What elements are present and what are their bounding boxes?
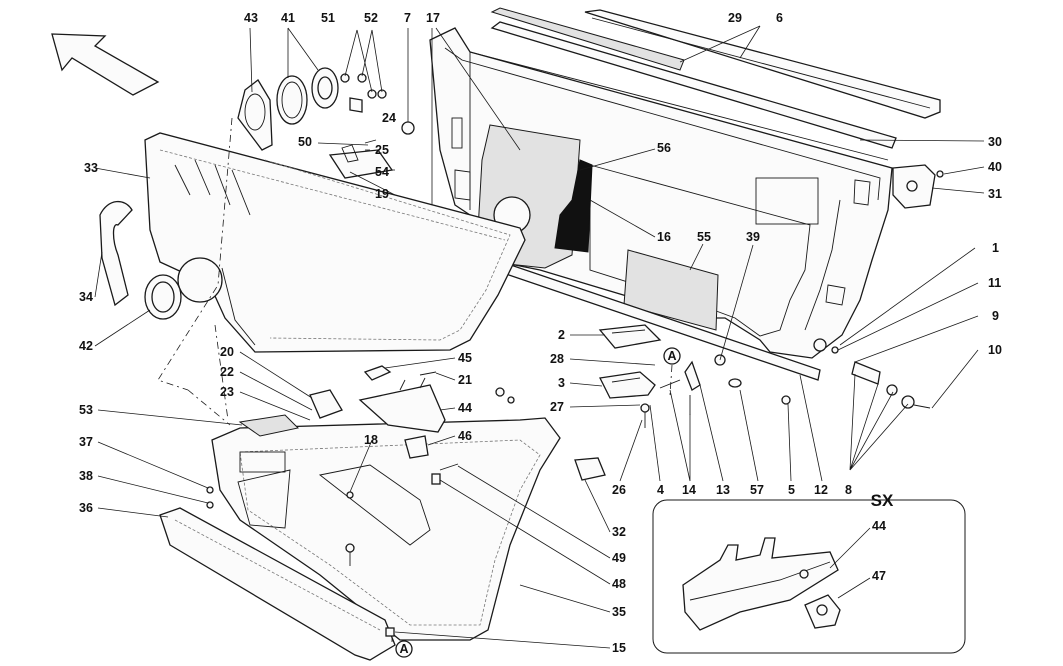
felt-pad	[623, 249, 719, 331]
door-hinge-bracket	[892, 164, 944, 209]
handle-bracket-44	[358, 377, 446, 433]
direction-arrow-icon	[51, 33, 160, 96]
inset-callout-47: 47	[872, 569, 886, 583]
alignment-lines	[157, 117, 673, 426]
callout-36: 36	[79, 501, 93, 515]
callout-19: 19	[375, 187, 389, 201]
black-insulation-pad	[554, 159, 593, 253]
callout-29: 29	[728, 11, 742, 25]
callout-56: 56	[657, 141, 671, 155]
speaker	[311, 67, 387, 113]
callout-22: 22	[220, 365, 234, 379]
callout-49: 49	[612, 551, 626, 565]
callout-26: 26	[612, 483, 626, 497]
callout-54: 54	[375, 165, 389, 179]
reference-marker: A	[395, 640, 413, 658]
reference-marker: A	[663, 347, 681, 365]
callout-28: 28	[550, 352, 564, 366]
end-cap-32	[574, 457, 606, 481]
callout-4: 4	[657, 483, 664, 497]
callout-27: 27	[550, 400, 564, 414]
callout-12: 12	[814, 483, 828, 497]
callout-30: 30	[988, 135, 1002, 149]
inset-clip	[804, 594, 841, 629]
callout-57: 57	[750, 483, 764, 497]
svg-text:A: A	[667, 349, 676, 363]
callout-34: 34	[79, 290, 93, 304]
callout-20: 20	[220, 345, 234, 359]
door-handle-upper	[598, 324, 662, 349]
callout-9: 9	[992, 309, 999, 323]
speaker-grille	[276, 75, 308, 125]
lower-map-pocket	[159, 507, 396, 661]
armrest-trim-panel	[211, 417, 561, 641]
door-handle-lower	[599, 371, 656, 399]
callout-41: 41	[281, 11, 295, 25]
callout-16: 16	[657, 230, 671, 244]
callout-2: 2	[558, 328, 565, 342]
callout-24: 24	[382, 111, 396, 125]
callout-33: 33	[84, 161, 98, 175]
callout-7: 7	[404, 11, 411, 25]
leader-lines	[94, 25, 985, 649]
callout-5: 5	[788, 483, 795, 497]
door-pull-handle	[99, 200, 133, 307]
callout-40: 40	[988, 160, 1002, 174]
bracket-20	[309, 389, 343, 419]
callout-8: 8	[845, 483, 852, 497]
callout-55: 55	[697, 230, 711, 244]
callout-35: 35	[612, 605, 626, 619]
callout-31: 31	[988, 187, 1002, 201]
upper-trim-panel	[144, 132, 526, 353]
callout-45: 45	[458, 351, 472, 365]
callout-50: 50	[298, 135, 312, 149]
callout-11: 11	[988, 276, 1001, 290]
speaker-bracket	[237, 79, 273, 151]
callout-14: 14	[682, 483, 696, 497]
callout-43: 43	[244, 11, 258, 25]
callout-37: 37	[79, 435, 93, 449]
clip-46	[404, 435, 429, 459]
inset-bracket	[682, 537, 839, 631]
callout-48: 48	[612, 577, 626, 591]
handle-bracket-45	[363, 365, 392, 381]
sx-detail-inset: SX	[652, 491, 966, 654]
callout-18: 18	[364, 433, 378, 447]
callout-21: 21	[458, 373, 472, 387]
callout-23: 23	[220, 385, 234, 399]
svg-text:A: A	[399, 642, 408, 656]
callout-42: 42	[79, 339, 93, 353]
callout-15: 15	[612, 641, 626, 655]
callout-1: 1	[992, 241, 999, 255]
callout-32: 32	[612, 525, 626, 539]
callout-25: 25	[375, 143, 389, 157]
callout-46: 46	[458, 429, 472, 443]
callout-13: 13	[716, 483, 730, 497]
callout-51: 51	[321, 11, 335, 25]
callout-6: 6	[776, 11, 783, 25]
speaker-ring	[144, 274, 182, 320]
callout-44: 44	[458, 401, 472, 415]
inset-callout-44: 44	[872, 519, 886, 533]
callout-53: 53	[79, 403, 93, 417]
inset-title: SX	[871, 491, 894, 510]
callout-17: 17	[426, 11, 440, 25]
window-seal-outer	[584, 9, 941, 119]
callout-10: 10	[988, 343, 1002, 357]
callout-labels: 43 41 51 52 7 17 29 6 30 40 31 1 11 9 10…	[79, 11, 1002, 655]
callout-39: 39	[746, 230, 760, 244]
latch-cover-53	[238, 414, 300, 437]
callout-3: 3	[558, 376, 565, 390]
callout-52: 52	[364, 11, 378, 25]
callout-38: 38	[79, 469, 93, 483]
